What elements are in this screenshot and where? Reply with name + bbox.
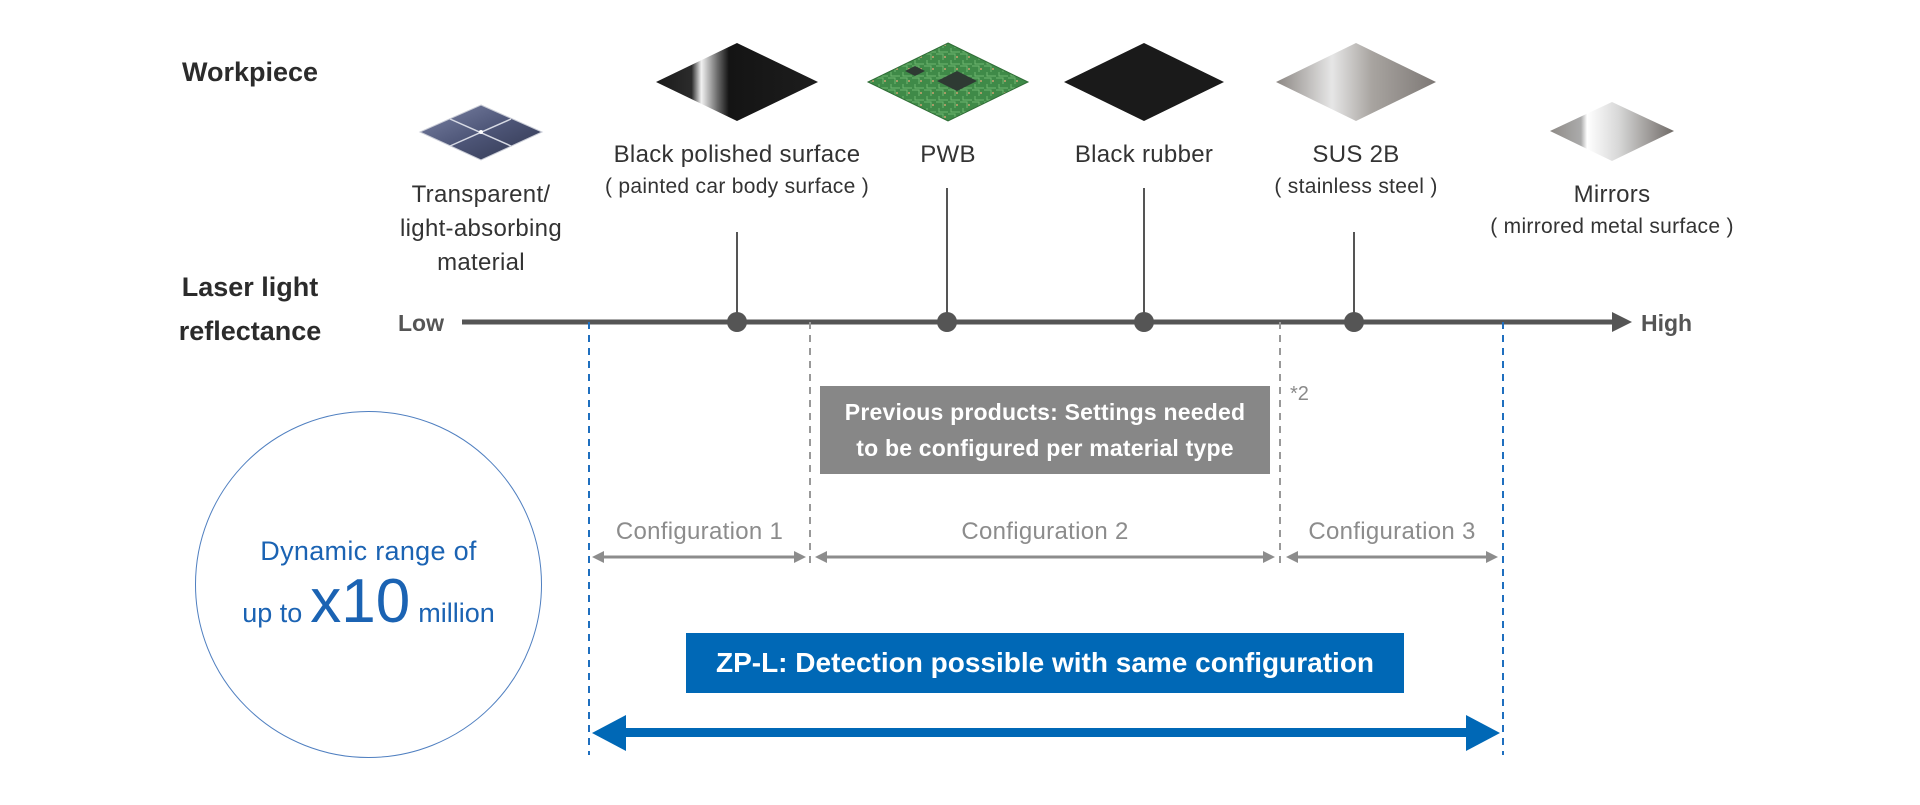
workpiece-sub: ( mirrored metal surface ) — [1490, 215, 1734, 238]
workpiece-name: Mirrors — [1573, 181, 1651, 208]
reflectance-label-line2: reflectance — [178, 316, 322, 346]
workpiece-pwb: PWB — [888, 138, 1008, 172]
reflectance-axis — [462, 312, 1632, 332]
circuit-board-icon — [866, 42, 1030, 122]
zpl-detection-box: ZP-L: Detection possible with same confi… — [686, 633, 1404, 693]
dynamic-range-suffix: million — [418, 598, 495, 628]
workpiece-black-polished: Black polished surface ( painted car bod… — [587, 138, 887, 202]
mirror-plate-icon — [1550, 102, 1674, 161]
workpiece-name-line2: light-absorbing — [400, 215, 562, 242]
workpiece-name: Black rubber — [1074, 141, 1214, 168]
dynamic-range-line2: up to x10 million — [242, 571, 495, 633]
axis-marker-sus2b — [1344, 232, 1364, 332]
config-3-arrow — [1286, 551, 1498, 563]
workpiece-transparent: Transparent/ light-absorbing material — [381, 178, 581, 280]
axis-marker-black-polished — [727, 232, 747, 332]
reflectance-label: Laser light reflectance — [150, 265, 350, 353]
config-1-arrow — [592, 551, 806, 563]
axis-marker-black-rubber — [1134, 188, 1154, 332]
workpiece-name: Black polished surface — [613, 141, 861, 168]
stainless-steel-plate-icon — [1276, 43, 1436, 121]
config-1-label: Configuration 1 — [615, 518, 784, 545]
config-2-arrow — [815, 551, 1275, 563]
black-polished-plate-icon — [656, 43, 818, 121]
config-3-label: Configuration 3 — [1308, 518, 1476, 545]
previous-products-line2: to be configured per material type — [856, 435, 1234, 461]
config-2-label: Configuration 2 — [961, 518, 1129, 545]
zpl-detection-label: ZP-L: Detection possible with same confi… — [715, 647, 1375, 678]
workpiece-name: SUS 2B — [1312, 141, 1400, 168]
dynamic-range-value: x10 — [310, 567, 411, 636]
zpl-range-arrow — [592, 715, 1500, 751]
solar-panel-tile-icon — [418, 104, 544, 161]
axis-high-label: High — [1641, 310, 1693, 336]
workpiece-name: Transparent/ — [411, 181, 551, 208]
workpiece-label: Workpiece — [181, 57, 319, 87]
black-rubber-plate-icon — [1064, 43, 1224, 121]
workpiece-sus2b: SUS 2B ( stainless steel ) — [1256, 138, 1456, 202]
previous-products-line1: Previous products: Settings needed — [844, 399, 1246, 425]
workpiece-sub: ( painted car body surface ) — [604, 175, 870, 198]
workpiece-name: PWB — [920, 141, 976, 168]
previous-products-box: Previous products: Settings needed to be… — [820, 386, 1270, 474]
dynamic-range-circle: Dynamic range of up to x10 million — [195, 411, 542, 758]
axis-low-label: Low — [398, 310, 444, 336]
workpiece-black-rubber: Black rubber — [1044, 138, 1244, 172]
axis-marker-pwb — [937, 188, 957, 332]
workpiece-name-line3: material — [437, 249, 525, 276]
dynamic-range-line1: Dynamic range of — [260, 536, 477, 566]
footnote-marker: *2 — [1290, 383, 1309, 405]
workpiece-mirrors: Mirrors ( mirrored metal surface ) — [1462, 178, 1762, 242]
workpiece-sub: ( stainless steel ) — [1274, 175, 1438, 198]
dynamic-range-prefix: up to — [242, 598, 303, 628]
reflectance-label-line1: Laser light — [181, 272, 319, 302]
